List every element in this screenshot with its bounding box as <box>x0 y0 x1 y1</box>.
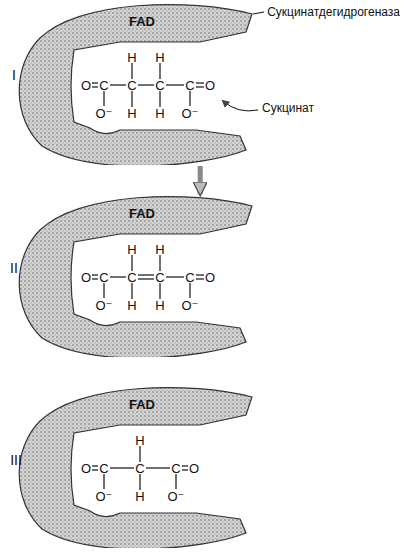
atom-symbol: H <box>155 299 164 312</box>
cofactor-label: FAD <box>129 206 155 221</box>
atom-symbol: O⁻ <box>182 107 199 120</box>
atom-symbol: H <box>127 243 136 256</box>
stage-number: I <box>12 68 16 82</box>
atom-symbol: C <box>99 79 108 92</box>
atom-symbol: C <box>185 271 194 284</box>
atom-symbol: C <box>127 79 136 92</box>
atom-symbol: H <box>127 51 136 64</box>
succinate-bonds <box>92 63 204 107</box>
atom-symbol: H <box>155 107 164 120</box>
atom-symbol: O <box>81 462 91 475</box>
atom-symbol: H <box>127 107 136 120</box>
atom-symbol: C <box>185 79 194 92</box>
part-name: Сукцинат <box>262 102 314 114</box>
atom-symbol: O⁻ <box>96 299 113 312</box>
atom-symbol: O <box>81 271 91 284</box>
stage-number: II <box>10 261 18 275</box>
malonate-bonds <box>92 446 188 490</box>
enzyme-shape: FAD <box>0 383 260 548</box>
cofactor-label: FAD <box>129 397 155 412</box>
pointer-arrow <box>223 101 258 111</box>
part-name: Сукцинатдегидрогеназа <box>267 6 400 18</box>
cofactor-label: FAD <box>129 14 155 29</box>
atom-symbol: O⁻ <box>96 107 113 120</box>
atom-symbol: C <box>99 462 108 475</box>
reaction-arrow <box>198 166 203 194</box>
atom-symbol: O <box>205 79 215 92</box>
atom-symbol: H <box>127 299 136 312</box>
atom-symbol: C <box>99 271 108 284</box>
fumarate-bonds <box>92 255 204 299</box>
atom-symbol: O <box>81 79 91 92</box>
atom-symbol: H <box>155 243 164 256</box>
atom-symbol: O <box>205 271 215 284</box>
atom-symbol: C <box>155 79 164 92</box>
atom-symbol: O⁻ <box>168 490 185 503</box>
atom-symbol: O⁻ <box>182 299 199 312</box>
stage-number: III <box>10 453 22 467</box>
atom-symbol: C <box>127 271 136 284</box>
atom-symbol: C <box>171 462 180 475</box>
atom-symbol: H <box>135 434 144 447</box>
atom-symbol: O <box>189 462 199 475</box>
atom-symbol: C <box>135 462 144 475</box>
atom-symbol: H <box>135 490 144 503</box>
leader-line <box>253 12 264 14</box>
atom-symbol: C <box>155 271 164 284</box>
atom-symbol: O⁻ <box>96 490 113 503</box>
atom-symbol: H <box>155 51 164 64</box>
